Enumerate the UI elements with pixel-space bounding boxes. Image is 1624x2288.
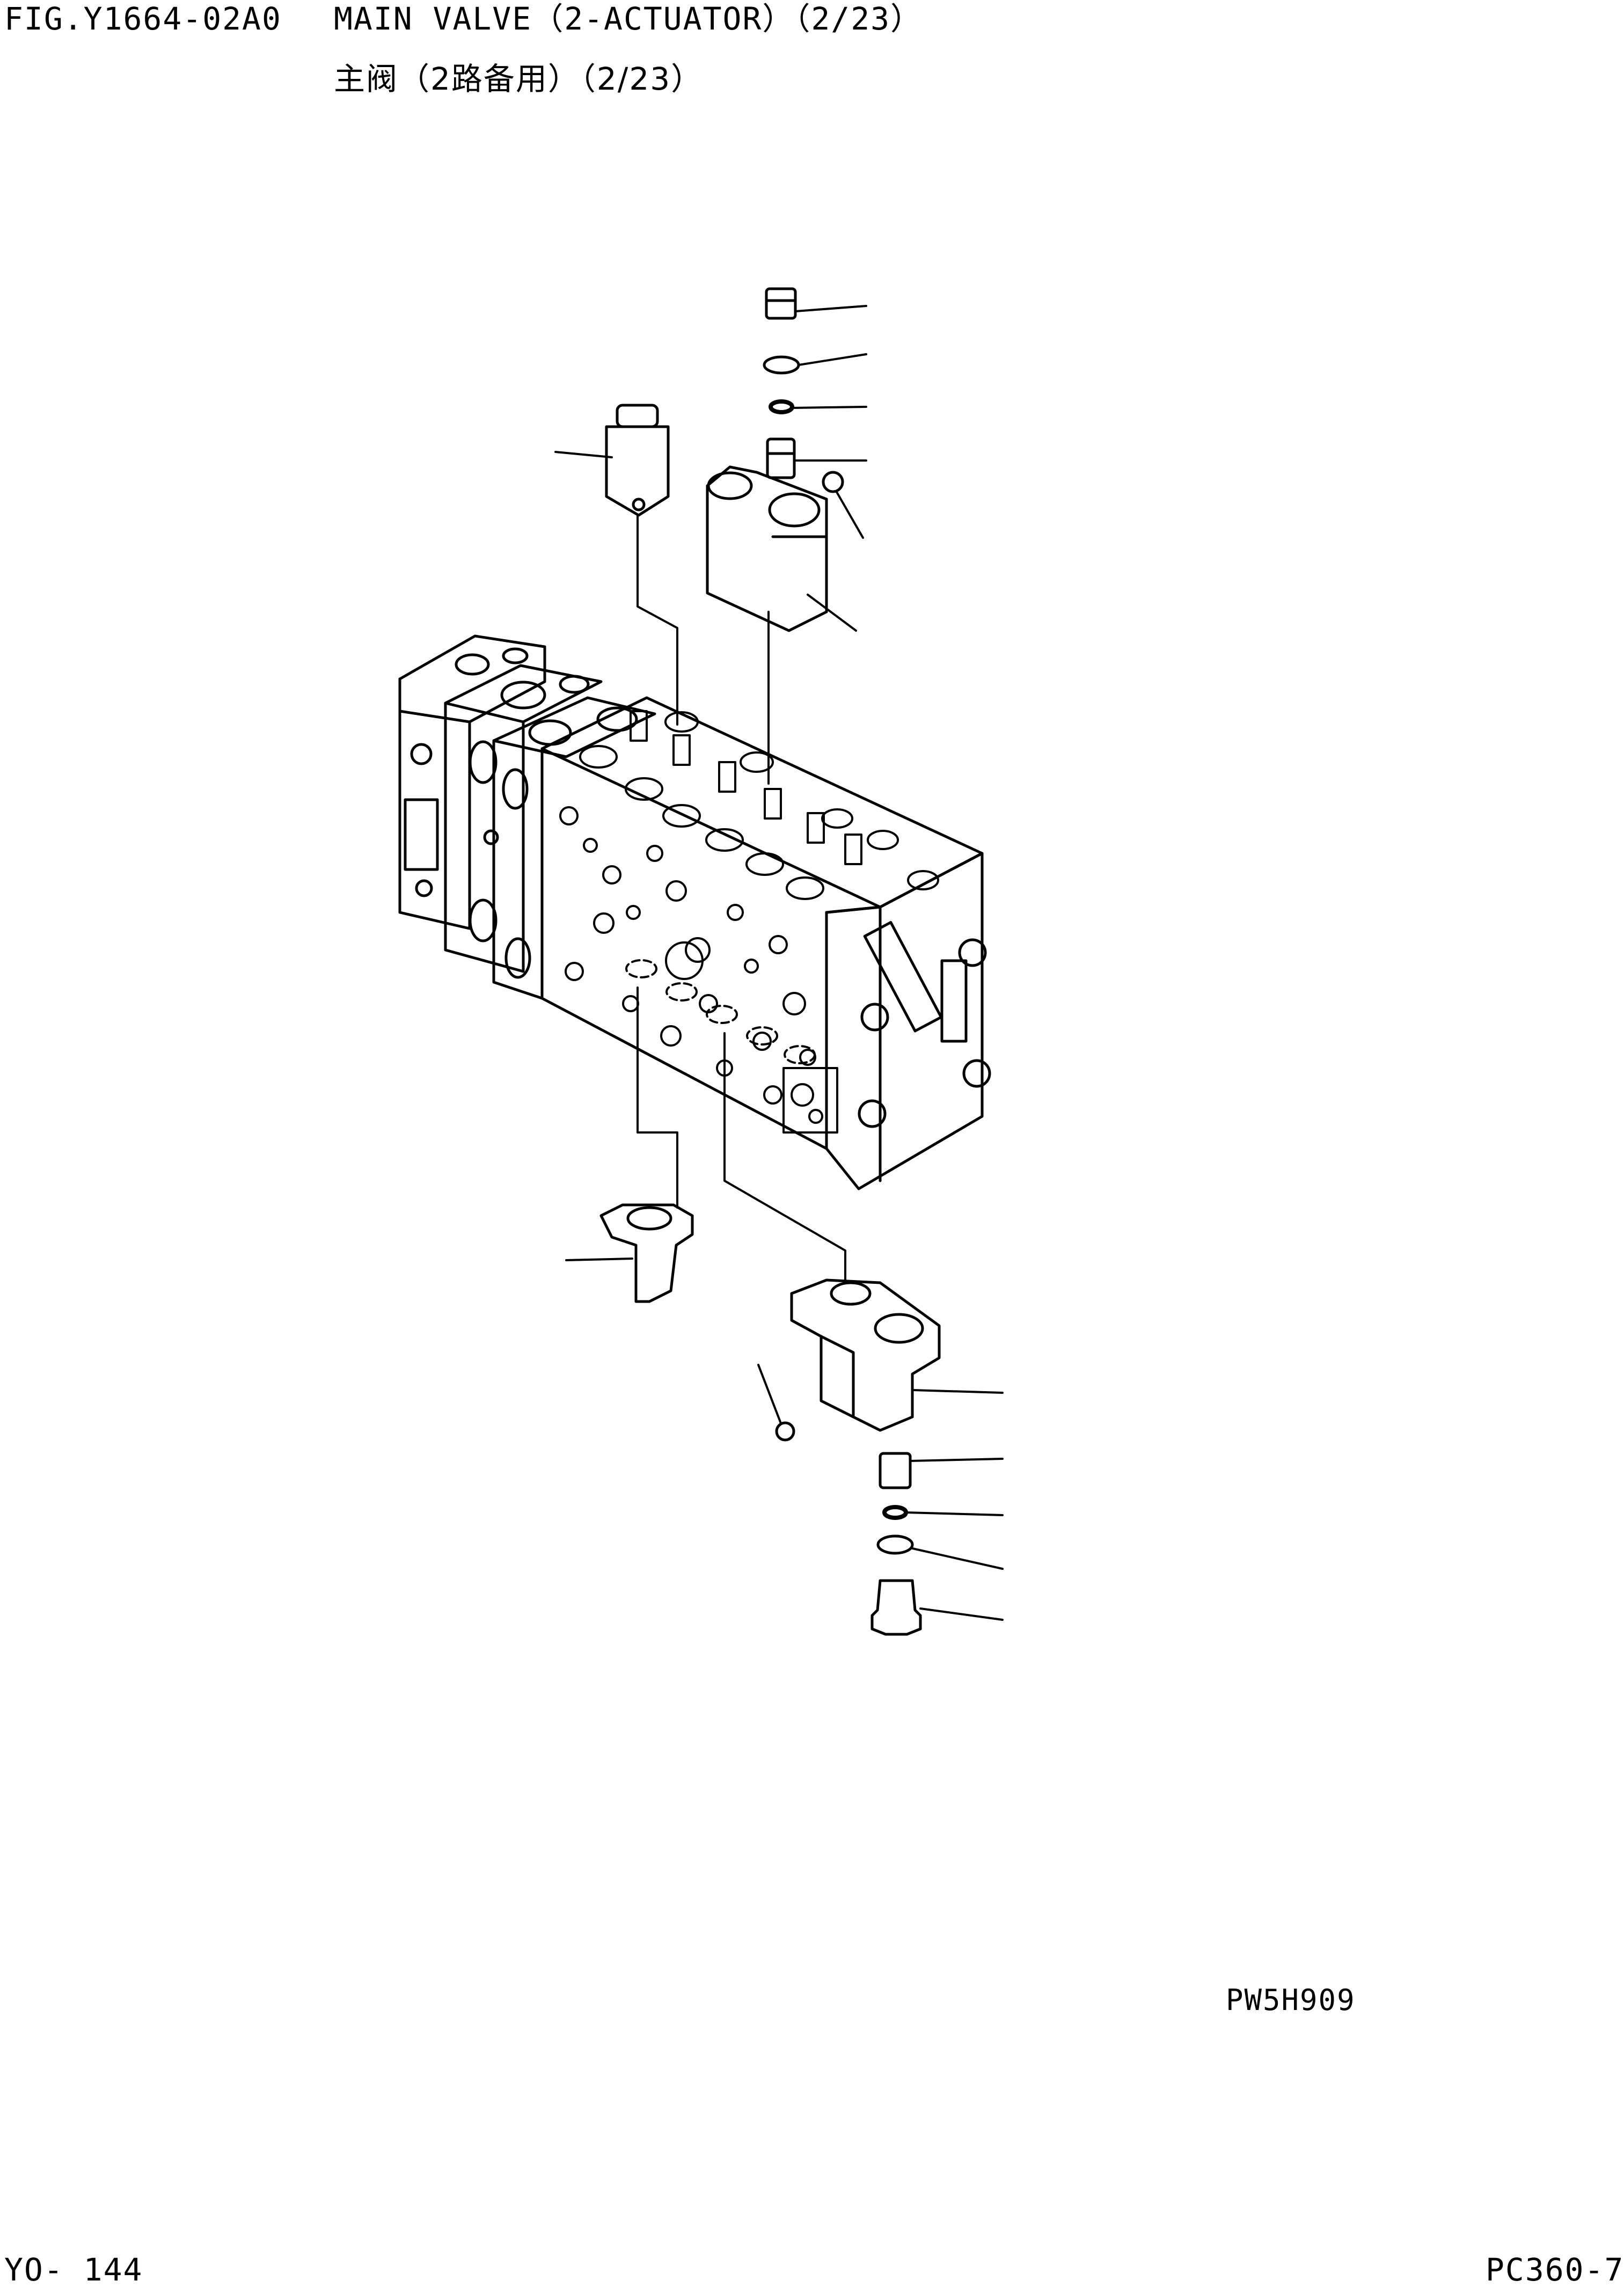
upper-parts <box>606 289 843 631</box>
drawing-code: PW5H909 <box>1226 1983 1356 2017</box>
figure-title-chinese: 主阀（2路备用）（2/23） <box>334 61 704 97</box>
page-number: YO- 144 <box>4 2252 143 2288</box>
figure-number: FIG.Y1664-02A0 <box>4 1 282 37</box>
lower-parts <box>601 1205 939 1634</box>
assembly-guide-lines <box>638 515 845 1280</box>
main-valve-block <box>400 636 990 1189</box>
callout-leader-lines <box>555 306 1003 1620</box>
model-name: PC360-7 <box>1486 2252 1624 2288</box>
figure-title-english: MAIN VALVE（2-ACTUATOR）（2/23） <box>334 1 923 37</box>
